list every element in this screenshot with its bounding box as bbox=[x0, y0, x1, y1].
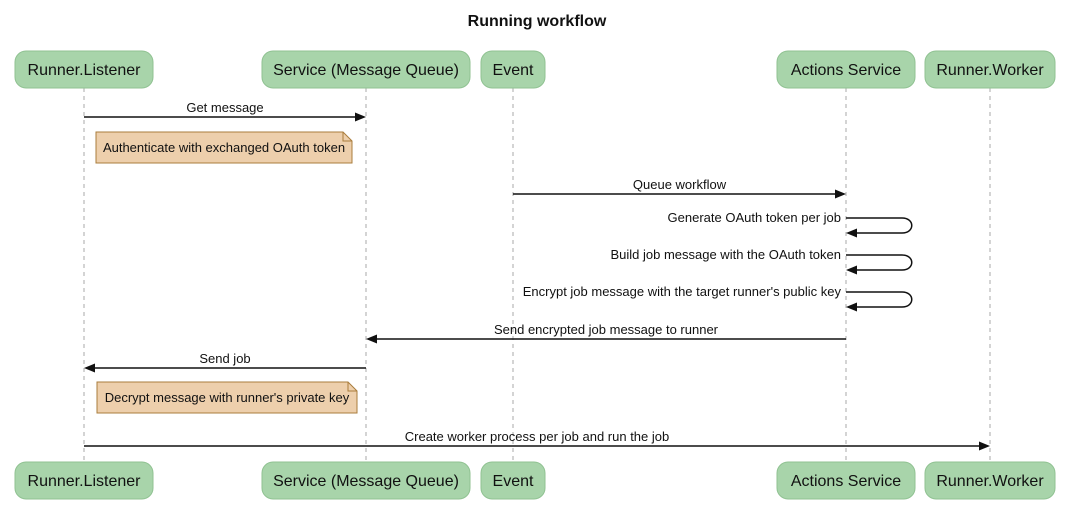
message-self: Encrypt job message with the target runn… bbox=[523, 284, 913, 312]
arrowhead-icon bbox=[84, 363, 95, 373]
note-fold-icon bbox=[342, 132, 352, 142]
self-loop-line bbox=[846, 291, 913, 308]
actor-label-top-actions-service: Actions Service bbox=[791, 62, 901, 79]
self-loop-line bbox=[846, 254, 913, 271]
note-body bbox=[95, 131, 353, 164]
note-label: Decrypt message with runner's private ke… bbox=[105, 390, 350, 405]
note-fold-icon bbox=[347, 382, 357, 392]
diagram-title: Running workflow bbox=[468, 13, 607, 30]
message-note: Decrypt message with runner's private ke… bbox=[96, 381, 358, 414]
message-note: Authenticate with exchanged OAuth token bbox=[95, 131, 353, 164]
message-label: Generate OAuth token per job bbox=[668, 210, 841, 225]
arrowhead-icon bbox=[846, 302, 857, 312]
message-self: Generate OAuth token per job bbox=[668, 210, 913, 238]
actor-label-top-service-message-queue: Service (Message Queue) bbox=[273, 62, 459, 79]
actor-label-top-runner-listener: Runner.Listener bbox=[28, 62, 142, 79]
actor-label-bottom-actions-service: Actions Service bbox=[791, 473, 901, 490]
actor-box-bottom-actions-service bbox=[776, 461, 916, 500]
arrowhead-icon bbox=[835, 189, 846, 199]
arrowhead-icon bbox=[846, 265, 857, 275]
message-label: Queue workflow bbox=[633, 177, 727, 192]
message-arrow: Queue workflow bbox=[513, 177, 846, 199]
message-label: Create worker process per job and run th… bbox=[405, 429, 669, 444]
arrowhead-icon bbox=[366, 334, 377, 344]
message-label: Encrypt job message with the target runn… bbox=[523, 284, 842, 299]
message-label: Send job bbox=[199, 351, 250, 366]
actor-box-top-runner-worker bbox=[924, 50, 1056, 89]
actor-box-top-actions-service bbox=[776, 50, 916, 89]
message-label: Get message bbox=[186, 100, 263, 115]
note-body bbox=[96, 381, 358, 414]
message-self: Build job message with the OAuth token bbox=[610, 247, 913, 275]
actor-label-bottom-service-message-queue: Service (Message Queue) bbox=[273, 473, 459, 490]
note-label: Authenticate with exchanged OAuth token bbox=[103, 140, 345, 155]
message-label: Build job message with the OAuth token bbox=[610, 247, 841, 262]
message-arrow: Send job bbox=[84, 351, 366, 373]
message-arrow: Send encrypted job message to runner bbox=[366, 322, 846, 344]
actor-label-top-runner-worker: Runner.Worker bbox=[936, 62, 1044, 79]
actor-box-bottom-service-message-queue bbox=[261, 461, 471, 500]
actor-box-top-service-message-queue bbox=[261, 50, 471, 89]
self-loop-line bbox=[846, 217, 913, 234]
actor-box-bottom-event bbox=[480, 461, 546, 500]
actor-label-bottom-runner-listener: Runner.Listener bbox=[28, 473, 142, 490]
actor-box-bottom-runner-worker bbox=[924, 461, 1056, 500]
message-label: Send encrypted job message to runner bbox=[494, 322, 719, 337]
arrowhead-icon bbox=[846, 228, 857, 238]
arrowhead-icon bbox=[355, 112, 366, 122]
actor-box-bottom-runner-listener bbox=[14, 461, 154, 500]
actor-label-bottom-event: Event bbox=[493, 473, 534, 490]
message-arrow: Get message bbox=[84, 100, 366, 122]
actor-box-top-runner-listener bbox=[14, 50, 154, 89]
actor-label-bottom-runner-worker: Runner.Worker bbox=[936, 473, 1044, 490]
actor-box-top-event bbox=[480, 50, 546, 89]
message-arrow: Create worker process per job and run th… bbox=[84, 429, 990, 451]
arrowhead-icon bbox=[979, 441, 990, 451]
actor-label-top-event: Event bbox=[493, 62, 534, 79]
